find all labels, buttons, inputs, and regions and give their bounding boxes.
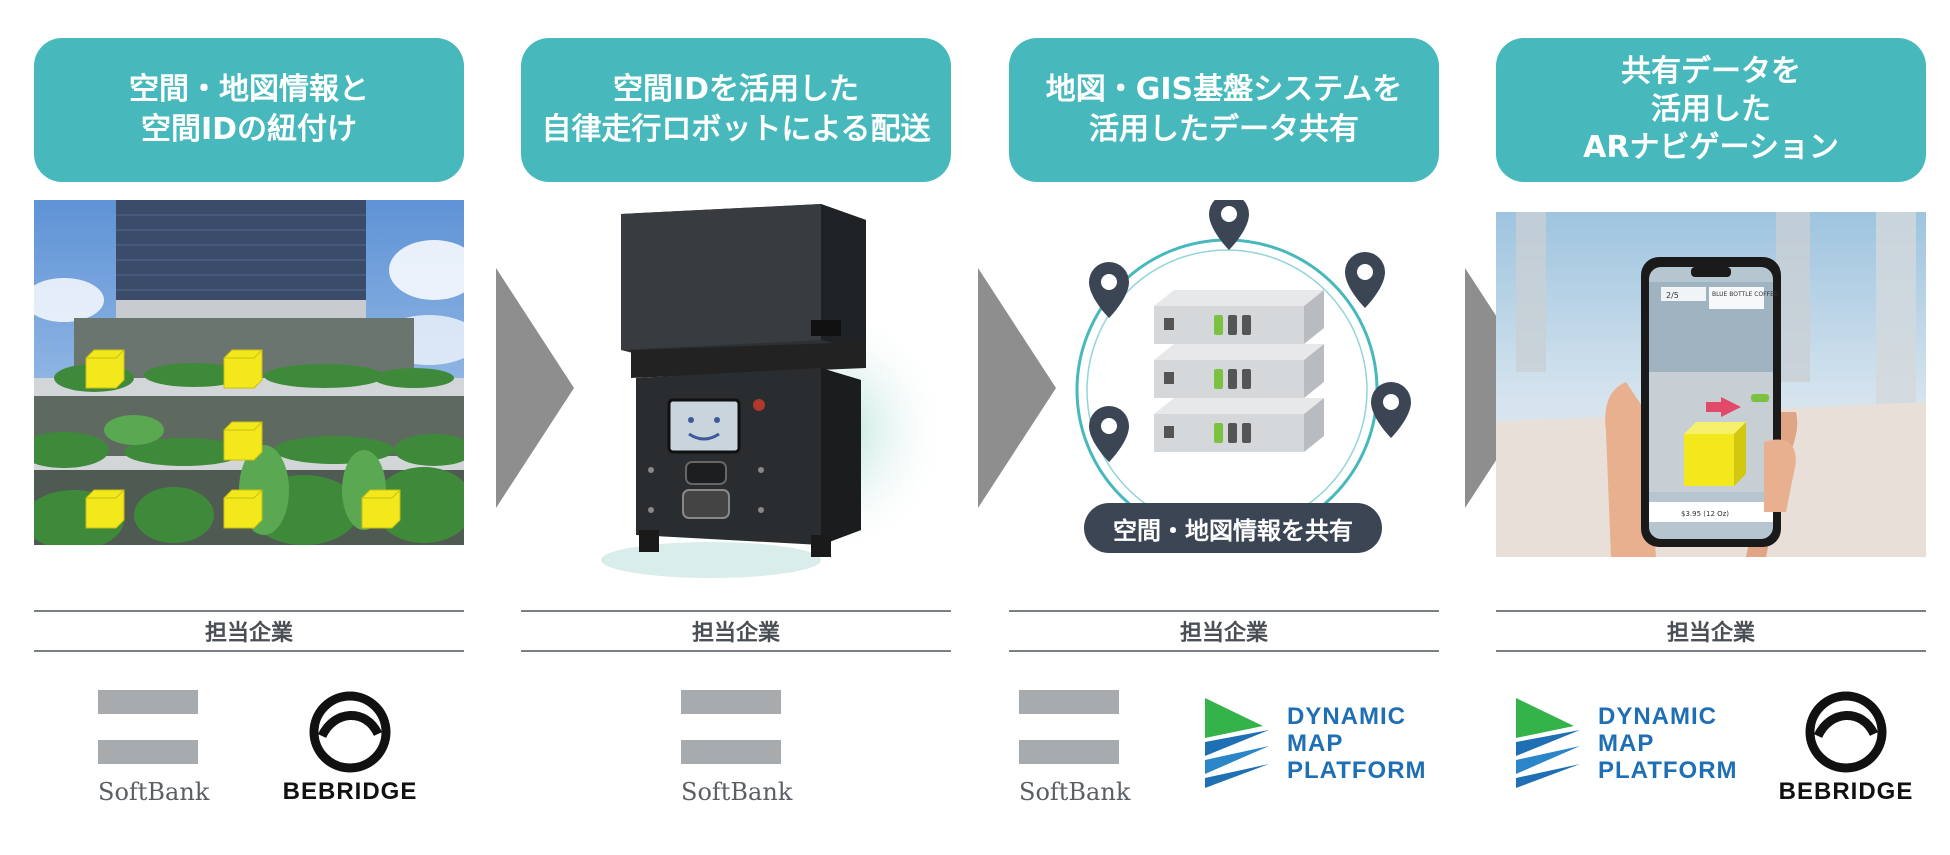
header-mapping: 空間・地図情報と 空間IDの紐付け <box>34 38 464 182</box>
arrow-right-icon <box>496 268 574 508</box>
header-line: 空間IDの紐付け <box>140 112 358 147</box>
column-mapping: 空間・地図情報と 空間IDの紐付け <box>19 0 479 855</box>
dmp-logo: DYNAMIC MAP PLATFORM <box>1205 698 1435 788</box>
softbank-logo: SoftBank <box>1019 690 1131 806</box>
bebridge-mark-icon <box>309 691 391 773</box>
column-ar-navigation: 共有データを 活用した ARナビゲーション 2/5 <box>1496 0 1926 855</box>
softbank-logo: SoftBank <box>681 690 793 806</box>
column-data-sharing: 地図・GIS基盤システムを 活用したデータ共有 <box>1009 0 1439 855</box>
ar-bottom-text: $3.95 (12 Oz) <box>1681 510 1729 518</box>
robot-photo <box>521 200 951 578</box>
header-line: 空間・地図情報と <box>129 72 369 107</box>
dmp-logo: DYNAMIC MAP PLATFORM <box>1516 698 1746 788</box>
divider <box>1009 650 1439 652</box>
ar-top-left-text: 2/5 <box>1666 291 1679 300</box>
header-line: 自律走行ロボットによる配送 <box>541 112 931 147</box>
ar-cube-marker <box>1684 422 1746 486</box>
building-illustration <box>19 200 479 550</box>
share-badge: 空間・地図情報を共有 <box>1084 503 1382 553</box>
divider <box>1496 650 1926 652</box>
arrow-right-icon <box>978 268 1056 508</box>
responsible-label: 担当企業 <box>691 621 780 646</box>
responsible-label: 担当企業 <box>1666 621 1755 646</box>
softbank-logo-text: SoftBank <box>98 778 210 806</box>
delivery-robot-illustration <box>601 204 951 578</box>
header-robot-delivery: 空間IDを活用した 自律走行ロボットによる配送 <box>521 38 951 182</box>
dmp-logo-text: PLATFORM <box>1598 756 1738 784</box>
divider <box>1496 610 1926 612</box>
header-line: 活用した <box>1651 92 1771 127</box>
bebridge-logo: BEBRIDGE <box>280 690 420 806</box>
header-line: 地図・GIS基盤システムを <box>1045 72 1403 107</box>
header-line: 共有データを <box>1621 54 1801 89</box>
ar-top-right-text: BLUE BOTTLE COFFEE <box>1712 291 1778 298</box>
header-ar-navigation: 共有データを 活用した ARナビゲーション <box>1496 38 1926 182</box>
header-data-sharing: 地図・GIS基盤システムを 活用したデータ共有 <box>1009 38 1439 182</box>
softbank-logo: SoftBank <box>98 690 210 806</box>
dmp-mark-icon <box>1516 698 1580 788</box>
server-stack <box>1154 290 1324 452</box>
divider <box>521 650 951 652</box>
softbank-logo-text: SoftBank <box>1019 778 1131 806</box>
dmp-logo-text: MAP <box>1598 729 1655 757</box>
divider <box>521 610 951 612</box>
dmp-mark-icon <box>1205 698 1269 788</box>
dmp-logo-text: DYNAMIC <box>1598 702 1717 730</box>
cube-markers <box>85 349 401 529</box>
header-line: 空間IDを活用した <box>612 72 860 107</box>
dmp-logo-text: PLATFORM <box>1287 756 1427 784</box>
dmp-logo-text: MAP <box>1287 729 1344 757</box>
map-pin-icons <box>1089 194 1411 462</box>
responsible-label: 担当企業 <box>204 621 293 646</box>
header-line: 活用したデータ共有 <box>1089 112 1359 147</box>
building-photo <box>19 200 479 560</box>
ar-photo: 2/5 BLUE BOTTLE COFFEE $3.95 (12 Oz) <box>1496 212 1926 572</box>
bebridge-logo-text: BEBRIDGE <box>282 778 418 805</box>
dmp-logo-text: DYNAMIC <box>1287 702 1406 730</box>
divider <box>34 610 464 612</box>
divider <box>1009 610 1439 612</box>
divider <box>34 650 464 652</box>
server-diagram: 空間・地図情報を共有 <box>1009 194 1439 560</box>
bebridge-logo-text: BEBRIDGE <box>1778 778 1914 805</box>
responsible-label: 担当企業 <box>1179 621 1268 646</box>
header-line: ARナビゲーション <box>1583 130 1839 165</box>
ar-navigation-illustration: 2/5 BLUE BOTTLE COFFEE $3.95 (12 Oz) <box>1496 212 1926 557</box>
softbank-logo-text: SoftBank <box>681 778 793 806</box>
bebridge-logo: BEBRIDGE <box>1776 690 1916 806</box>
bebridge-mark-icon <box>1805 691 1887 773</box>
column-robot-delivery: 空間IDを活用した 自律走行ロボットによる配送 <box>521 0 951 855</box>
